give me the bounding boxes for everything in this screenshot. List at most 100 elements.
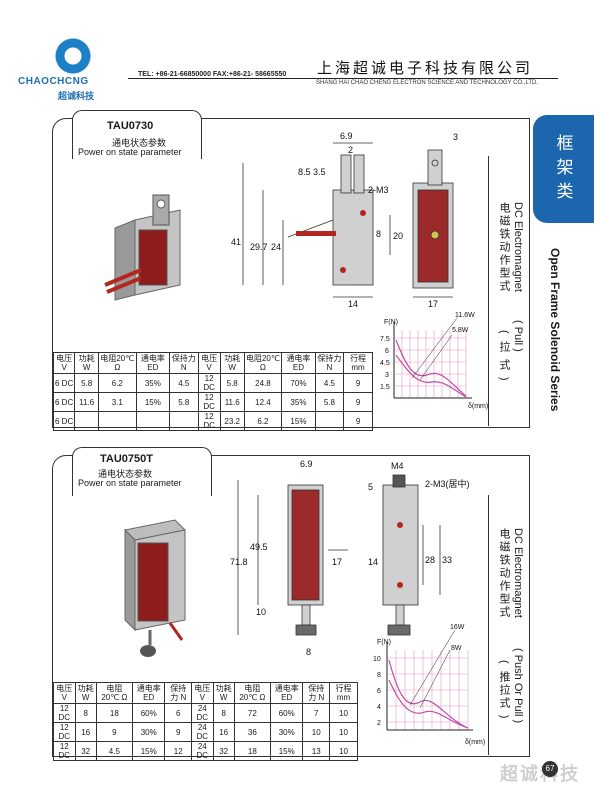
table-header: 行程 mm (343, 352, 373, 374)
actuation-type-column (488, 495, 529, 755)
dim-h41: 41 (231, 237, 241, 247)
dim-h33: 33 (442, 555, 452, 565)
dim-m3: 2-M3(居中) (425, 478, 470, 489)
pull-type-label: ( Pull ) (512, 320, 524, 352)
push-pull-type-label: ( Push Or Pull ) (512, 648, 524, 724)
dim-h10: 10 (256, 607, 266, 617)
dim-h28: 28 (425, 555, 435, 565)
dim-h297: 29.7 (250, 242, 268, 252)
chart-ytick: 7.5 (380, 336, 390, 343)
table-header: 功耗W (74, 352, 100, 374)
dim-d85: 8.5 (298, 167, 311, 177)
table-header: 通电率 ED (269, 682, 304, 704)
actuation-type-cn: 电磁铁动作型式 (498, 528, 510, 619)
chart-series-1: 11.6W (455, 312, 475, 319)
dim-d69: 6.9 (340, 131, 353, 141)
dim-w14: 14 (348, 299, 358, 309)
table-header: 电阻20℃ Ω (95, 682, 133, 704)
chart-ytick: 6 (385, 348, 389, 355)
chart-x-label: δ(mm) (468, 403, 488, 410)
dimension-drawing-tau0750t: 6.9 M4 2-M3(居中) 5 71.8 49.5 17 14 28 33 … (230, 459, 470, 657)
dim-d69: 6.9 (300, 459, 313, 469)
chart-ytick: 4 (377, 704, 381, 711)
chart-series-1: 16W (450, 624, 465, 631)
dim-m3: 2-M3 (368, 185, 389, 195)
table-header: 行程 mm (329, 682, 358, 704)
table-header: 通电率 ED (281, 352, 316, 374)
dim-d8: 8 (306, 647, 311, 657)
dim-h8: 8 (376, 229, 381, 239)
model-name: TAU0750T (100, 453, 153, 465)
table-header: 通电率 ED (135, 352, 171, 374)
table-header-row: 电压V 功耗W 电阻20℃ Ω 通电率 ED 保持力 N 电压V 功耗W 电阻2… (53, 682, 358, 704)
chart-x-label: δ(mm) (465, 739, 485, 746)
power-state-en: Power on state parameter (78, 147, 182, 157)
power-state-cn: 通电状态参数 (112, 138, 167, 148)
actuation-type-column (488, 156, 529, 426)
table-header: 保持力 N (314, 352, 345, 374)
push-pull-type-cn: ( 推拉式 ) (498, 660, 510, 721)
dim-h5: 5 (368, 482, 373, 492)
actuation-type-cn: 电磁铁动作型式 (498, 202, 510, 293)
header-divider (128, 78, 558, 79)
table-header: 通电率 ED (131, 682, 166, 704)
dim-h24: 24 (271, 242, 281, 252)
table-header: 功耗W (74, 682, 97, 704)
dim-w17: 17 (428, 299, 438, 309)
chart-series-2: 8W (451, 645, 462, 652)
spec-table-tau0730: 电压V 功耗W 电阻20℃ Ω 通电率 ED 保持力 N 电压V 功耗W 电阻2… (52, 352, 373, 431)
chart-ytick: 3 (385, 372, 389, 379)
contact-info: TEL: +86-21-66850000 FAX:+86-21- 5866555… (138, 71, 287, 78)
dim-h718: 71.8 (230, 557, 248, 567)
table-header: 功耗W (219, 352, 245, 374)
dc-electromagnet-label: DC Electromagnet (512, 202, 524, 292)
table-header: 电压V (52, 352, 76, 374)
dim-d2: 2 (348, 145, 353, 155)
table-header: 电压V (53, 682, 76, 704)
force-stroke-chart-tau0750t: F(N) 16W 8W 10 8 6 4 2 δ(mm) (373, 624, 485, 746)
table-header: 电阻20℃ Ω (98, 352, 137, 374)
table-header: 电阻20℃ Ω (233, 682, 271, 704)
table-header: 电阻20℃ Ω (243, 352, 283, 374)
dim-h495: 49.5 (250, 542, 268, 552)
series-title: Open Frame Solenoid Series (548, 248, 562, 412)
logo-text: CHAOCHCNG (18, 76, 89, 87)
table-header-row: 电压V 功耗W 电阻20℃ Ω 通电率 ED 保持力 N 电压V 功耗W 电阻2… (52, 352, 373, 374)
watermark-text: 超诚科技 (500, 764, 580, 784)
dimension-drawing-tau0730: 6.9 2 3 8.5 3.5 2-M3 41 29.7 24 8 20 14 … (231, 131, 458, 309)
chart-ytick: 10 (373, 656, 381, 663)
panel-header-tab (72, 447, 212, 496)
table-header: 电压V (191, 682, 214, 704)
chart-series-2: 5.8W (452, 327, 469, 334)
table-header: 电压V (197, 352, 221, 374)
chart-y-label: F(N) (384, 319, 398, 326)
chart-ytick: 4.5 (380, 360, 390, 367)
table-header: 保持力 N (164, 682, 192, 704)
force-stroke-chart-tau0730: F(N) 11.6W 5.8W 7.5 6 4.5 3 1.5 δ(mm) (380, 312, 488, 410)
pull-type-cn: ( 拉 式 ) (498, 330, 510, 383)
dim-d35: 3.5 (313, 167, 326, 177)
panel-header-tab (72, 110, 202, 159)
model-name: TAU0730 (107, 120, 154, 132)
dim-m4: M4 (391, 461, 404, 471)
page-number: 67 (542, 761, 558, 777)
chart-ytick: 6 (377, 688, 381, 695)
dim-h17: 17 (332, 557, 342, 567)
power-state-en: Power on state parameter (78, 478, 182, 488)
category-tab[interactable] (533, 115, 594, 223)
logo-chinese-text: 超诚科技 (58, 91, 95, 101)
category-tab-label: 框架类 (556, 134, 574, 202)
chart-ytick: 1.5 (380, 384, 390, 391)
dim-d3: 3 (453, 132, 458, 142)
table-header: 保持力 N (302, 682, 330, 704)
dim-h20: 20 (393, 231, 403, 241)
solenoid-photo-tau0750t (123, 519, 187, 657)
chart-y-label: F(N) (377, 639, 391, 646)
spec-table-tau0750t: 电压V 功耗W 电阻20℃ Ω 通电率 ED 保持力 N 电压V 功耗W 电阻2… (53, 682, 358, 761)
chart-ytick: 2 (377, 720, 381, 727)
